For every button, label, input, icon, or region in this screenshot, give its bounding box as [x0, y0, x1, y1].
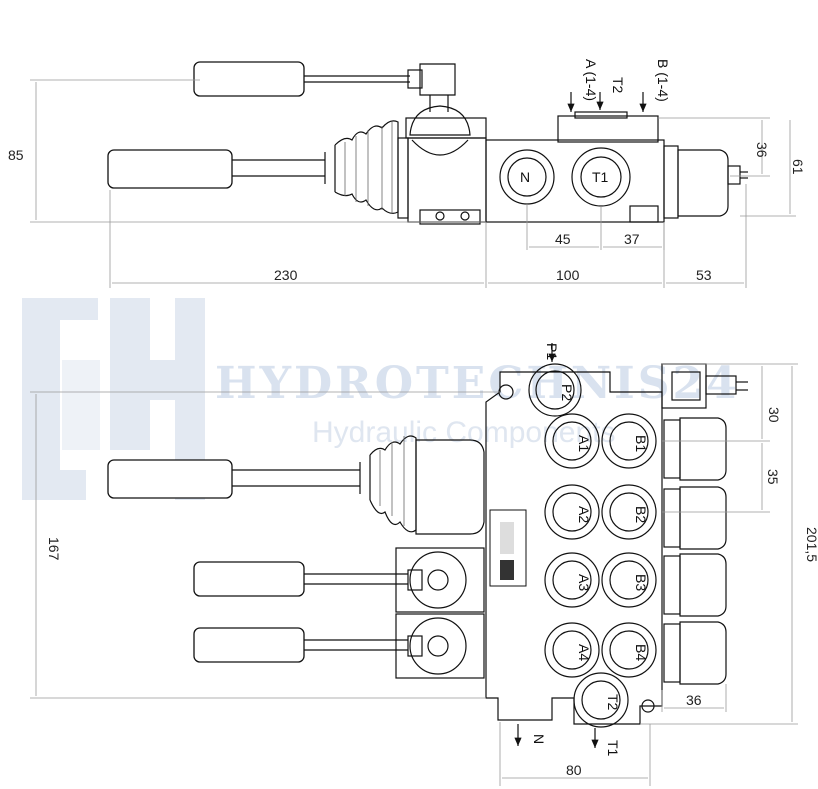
dim-37: 37 — [624, 231, 640, 247]
watermark-brand: HYDROTECHNIS24 — [215, 358, 740, 409]
dim-35: 35 — [765, 469, 781, 485]
label-a-group: A (1-4) — [583, 59, 599, 101]
label-n-bottom: N — [531, 734, 547, 744]
port-t2-bottom — [573, 672, 629, 728]
port-b3 — [601, 552, 657, 608]
label-t1-top: T1 — [592, 169, 609, 185]
port-p2 — [528, 363, 582, 417]
valve-body-top — [485, 139, 665, 223]
label-b4: B4 — [633, 644, 649, 661]
bottom-view: P2 A1 B1 A2 B2 A3 B3 A4 B4 T2 — [30, 343, 818, 786]
upper-handle — [193, 61, 305, 97]
dim-53: 53 — [696, 267, 712, 283]
lever-3-handle — [193, 561, 305, 597]
port-a1 — [544, 413, 600, 469]
label-p1: P1 — [544, 343, 560, 360]
label-p2: P2 — [559, 384, 575, 401]
port-a2 — [544, 484, 600, 540]
dim-201-5: 201,5 — [804, 527, 818, 562]
label-t1-bottom: T1 — [605, 740, 621, 757]
spool-caps — [663, 417, 727, 685]
watermark-logo — [22, 298, 205, 500]
top-view: N T1 85 230 100 53 45 37 — [8, 59, 806, 288]
watermark-tagline: Hydraulic Components — [312, 416, 615, 449]
dim-36-right: 36 — [754, 142, 770, 158]
port-a3 — [544, 552, 600, 608]
label-a1: A1 — [576, 435, 592, 452]
port-b2 — [601, 484, 657, 540]
main-handle — [107, 149, 233, 189]
bellows-top — [324, 120, 399, 214]
port-a4 — [544, 622, 600, 678]
dim-85: 85 — [8, 147, 24, 163]
dim-36-bottom: 36 — [686, 692, 702, 708]
dim-230: 230 — [274, 267, 298, 283]
label-n-top: N — [520, 169, 530, 185]
dim-167: 167 — [46, 537, 62, 561]
dim-100: 100 — [556, 267, 580, 283]
dim-80: 80 — [566, 762, 582, 778]
dim-45: 45 — [555, 231, 571, 247]
label-b3: B3 — [633, 574, 649, 591]
port-b1 — [601, 413, 657, 469]
lever-1-handle — [107, 459, 233, 499]
dim-30: 30 — [766, 407, 782, 423]
label-b-group: B (1-4) — [655, 59, 671, 102]
port-b4 — [601, 622, 657, 678]
label-b2: B2 — [633, 506, 649, 523]
lever-4-handle — [193, 627, 305, 663]
label-a4: A4 — [576, 644, 592, 661]
label-t2-bottom: T2 — [605, 694, 621, 711]
label-b1: B1 — [633, 435, 649, 452]
label-a3: A3 — [576, 574, 592, 591]
dim-61: 61 — [790, 159, 806, 175]
end-cap-top — [677, 149, 729, 217]
label-a2: A2 — [576, 506, 592, 523]
label-t2-top: T2 — [610, 77, 626, 94]
